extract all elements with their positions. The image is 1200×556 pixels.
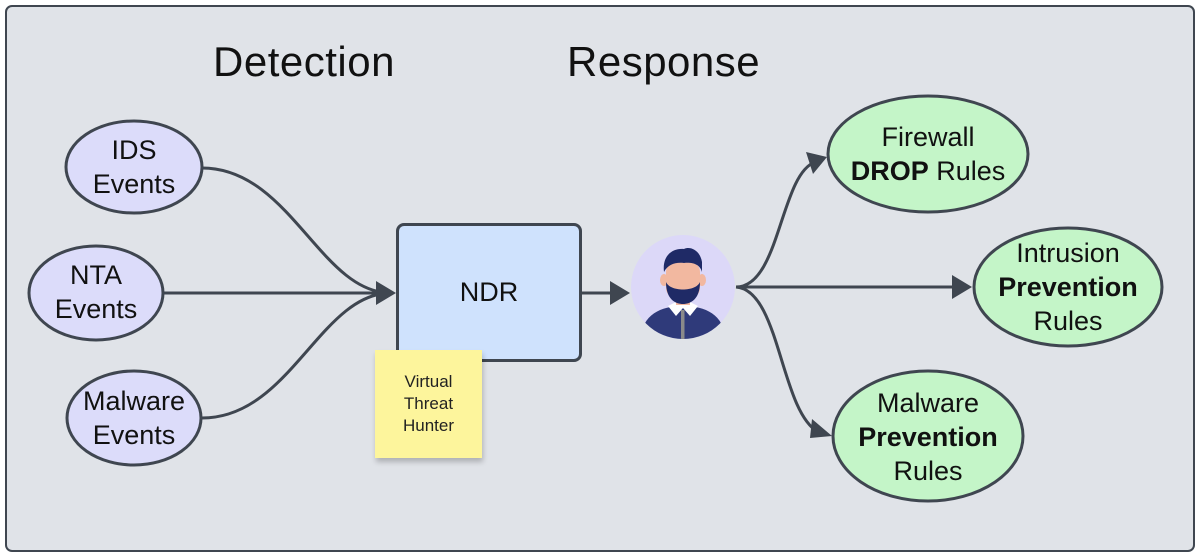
label-firewall-drop-rules: Firewall DROP Rules <box>838 120 1018 188</box>
node-ids-events[interactable] <box>64 119 204 215</box>
section-title-response: Response <box>567 38 761 85</box>
ndr-label: NDR <box>459 277 519 307</box>
node-intrusion-prevention-rules[interactable] <box>972 226 1164 348</box>
label-line: Malware <box>876 388 980 418</box>
node-firewall-drop-rules[interactable] <box>826 94 1030 214</box>
label-line: NTA <box>70 260 122 290</box>
label-line: Rules <box>1033 306 1103 336</box>
label-line: Firewall <box>881 122 975 152</box>
label-line: Rules <box>893 456 963 486</box>
label-line: Events <box>92 169 176 199</box>
sticky-note-virtual-threat-hunter[interactable]: Virtual Threat Hunter <box>375 350 482 458</box>
ndr-box[interactable]: NDR <box>396 223 582 362</box>
sticky-line: Hunter <box>402 416 455 435</box>
node-malware-prevention-rules[interactable] <box>831 369 1025 503</box>
connector-analyst-to-malware-prevention <box>735 285 819 434</box>
label-line: IDS <box>111 135 157 165</box>
label-malware-events: Malware Events <box>69 384 199 452</box>
label-line: DROP Rules <box>838 154 1018 188</box>
label-bold: DROP <box>850 156 929 186</box>
arrowhead-ndr-input <box>376 281 396 305</box>
section-title-detection: Detection <box>213 38 395 85</box>
arrowhead-analyst <box>610 281 630 305</box>
label-ids-events: IDS Events <box>74 133 194 201</box>
analyst-avatar-icon[interactable] <box>631 235 735 342</box>
label-nta-events: NTA Events <box>36 258 156 326</box>
label-bold: Prevention <box>858 422 998 452</box>
arrowhead-malware-prevention <box>810 419 832 438</box>
label-rest: Rules <box>928 156 1006 186</box>
connector-ids-to-ndr <box>201 166 391 295</box>
arrowhead-firewall <box>806 152 827 174</box>
node-malware-events[interactable] <box>65 369 203 467</box>
label-bold: Prevention <box>998 272 1138 302</box>
node-nta-events[interactable] <box>27 244 165 342</box>
connector-malware-to-ndr <box>201 291 391 420</box>
label-line: Events <box>92 420 176 450</box>
label-line: Events <box>54 294 138 324</box>
sticky-line: Virtual <box>404 372 453 391</box>
label-line: Malware <box>82 386 186 416</box>
sticky-line: Threat <box>403 394 454 413</box>
label-line: Intrusion <box>1016 238 1120 268</box>
label-malware-prevention-rules: Malware Prevention Rules <box>838 386 1018 488</box>
connector-analyst-to-firewall <box>735 160 816 289</box>
label-intrusion-prevention-rules: Intrusion Prevention Rules <box>978 236 1158 338</box>
arrowhead-intrusion <box>952 275 972 299</box>
